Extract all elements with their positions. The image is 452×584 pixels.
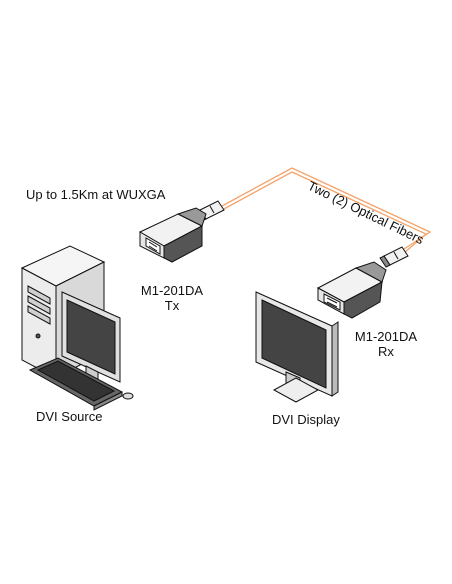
- tx-label: M1-201DA Tx: [140, 283, 204, 313]
- tx-model: M1-201DA: [140, 283, 204, 298]
- optical-fiber-cable: [221, 167, 432, 254]
- rx-fiber-connector: [379, 246, 409, 268]
- source-monitor: [61, 291, 121, 385]
- tx-adapter: [138, 207, 207, 263]
- display-monitor: [255, 291, 339, 403]
- tx-role: Tx: [164, 298, 180, 313]
- keyboard: [28, 357, 134, 411]
- display-label: DVI Display: [272, 412, 340, 427]
- distance-note: Up to 1.5Km at WUXGA: [26, 187, 166, 202]
- rx-role: Rx: [378, 344, 394, 359]
- rx-model: M1-201DA: [354, 329, 418, 344]
- rx-adapter: [316, 261, 387, 319]
- source-label: DVI Source: [36, 409, 103, 424]
- rx-label: M1-201DA Rx: [354, 329, 418, 359]
